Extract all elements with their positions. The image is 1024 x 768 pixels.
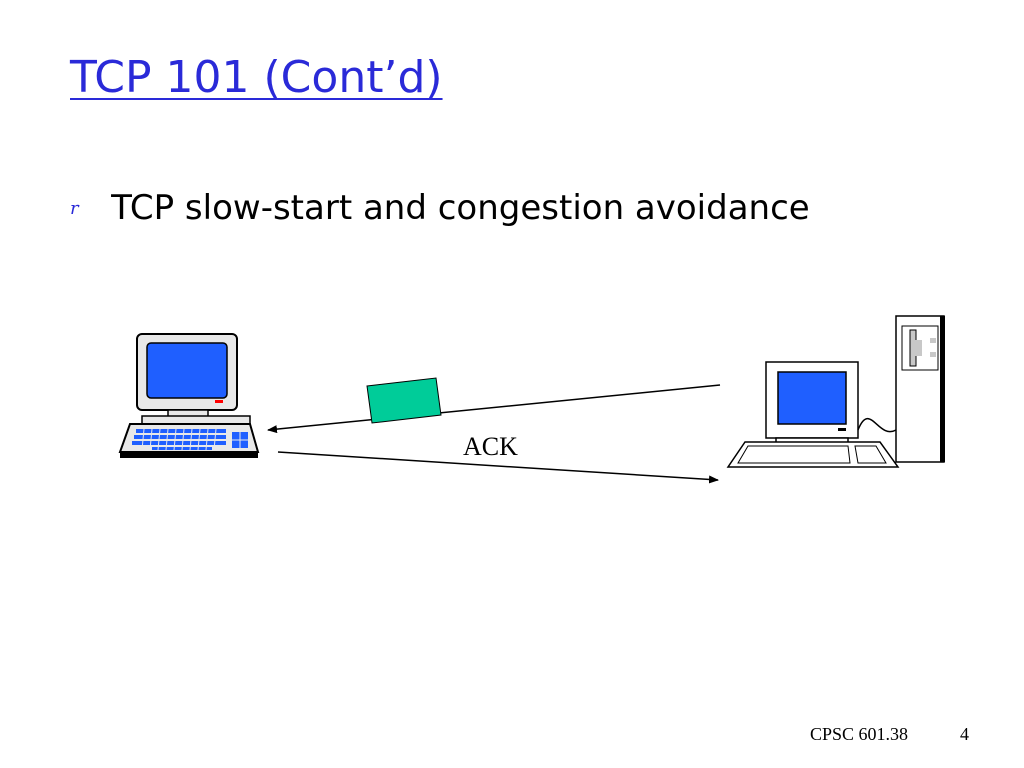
- bullet-marker: r: [70, 197, 79, 219]
- desktop-computer-icon: [118, 333, 260, 458]
- tower-computer-icon: [726, 315, 945, 468]
- arrow-to-sender: [267, 384, 721, 434]
- data-packet: [366, 377, 442, 424]
- bullet-item: r TCP slow-start and congestion avoidanc…: [70, 188, 810, 228]
- slide-title: TCP 101 (Cont’d): [70, 52, 443, 103]
- page-number: 4: [960, 724, 969, 744]
- bullet-text: TCP slow-start and congestion avoidance: [111, 188, 810, 228]
- ack-label: ACK: [463, 432, 518, 461]
- footer-course: CPSC 601.38: [810, 724, 909, 744]
- arrow-ack: [277, 451, 719, 484]
